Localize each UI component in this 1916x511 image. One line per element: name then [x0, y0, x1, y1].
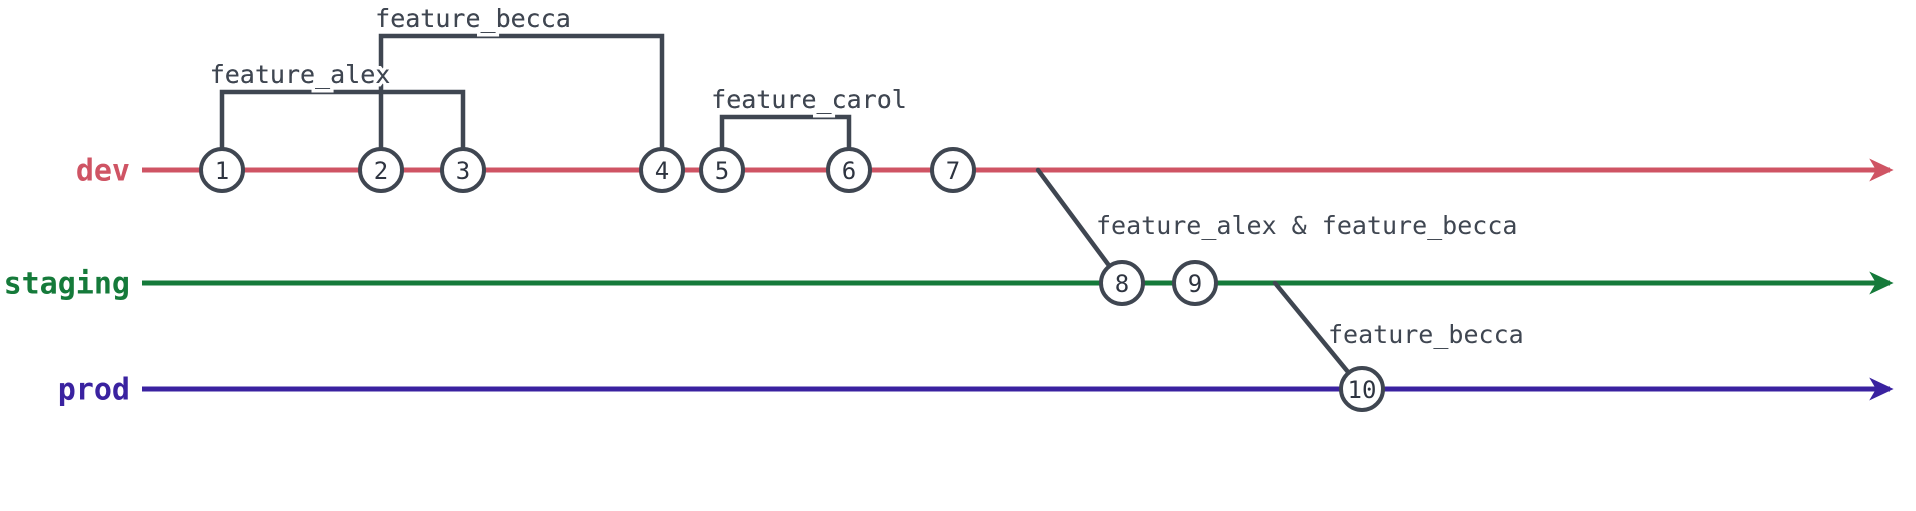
commit-circle-5[interactable] [699, 147, 745, 193]
commit-circle-4[interactable] [639, 147, 685, 193]
feature-label-feature-carol: feature_carol [711, 85, 907, 114]
commit-circle-6[interactable] [826, 147, 872, 193]
commit-circle-1[interactable] [199, 147, 245, 193]
commit-node-10[interactable]: 10 [1339, 366, 1385, 412]
commit-label-7: 7 [946, 157, 960, 185]
branch-label-dev: dev [76, 154, 130, 189]
feature-label-feature-carol-halo: feature_carol [711, 85, 907, 114]
commit-label-4: 4 [655, 157, 669, 185]
feature-bracket-feature-carol [719, 114, 852, 170]
commit-label-9: 9 [1188, 270, 1202, 298]
merge-label-dev-to-staging: feature_alex & feature_becca [1096, 211, 1517, 240]
commit-node-3[interactable]: 3 [440, 147, 486, 193]
commit-node-7[interactable]: 7 [930, 147, 976, 193]
commit-label-1: 1 [215, 157, 229, 185]
feature-bracket-labels: feature_becca feature_becca feature_alex… [206, 1, 910, 118]
feature-label-feature-alex-halo: feature_alex [210, 60, 391, 89]
merge-labels: feature_alex & feature_becca feature_bec… [1096, 211, 1524, 349]
commit-node-2[interactable]: 2 [358, 147, 404, 193]
commit-circle-10[interactable] [1339, 366, 1385, 412]
commit-node-9[interactable]: 9 [1172, 260, 1218, 306]
commit-node-5[interactable]: 5 [699, 147, 745, 193]
feature-label-feature-alex: feature_alex [210, 60, 391, 89]
branch-labels: dev staging prod [4, 154, 130, 408]
branch-lines [142, 158, 1894, 401]
branch-label-prod: prod [58, 373, 130, 408]
commit-nodes: 1 2 3 4 5 6 [199, 147, 1385, 412]
feature-bracket-feature-alex [219, 89, 466, 170]
feature-bracket-feature-becca [378, 33, 665, 170]
commit-node-1[interactable]: 1 [199, 147, 245, 193]
commit-label-8: 8 [1115, 270, 1129, 298]
feature-label-feature-becca: feature_becca [375, 4, 571, 33]
commit-label-2: 2 [374, 157, 388, 185]
feature-brackets [219, 33, 852, 170]
commit-circle-8[interactable] [1099, 260, 1145, 306]
commit-node-4[interactable]: 4 [639, 147, 685, 193]
merge-label-staging-to-prod: feature_becca [1328, 320, 1524, 349]
commit-label-10: 10 [1348, 376, 1377, 404]
feature-label-feature-becca-halo: feature_becca [375, 4, 571, 33]
commit-label-3: 3 [456, 157, 470, 185]
commit-label-6: 6 [842, 157, 856, 185]
merge-line-dev-to-staging [1035, 167, 1125, 286]
branch-label-staging: staging [4, 267, 130, 302]
commit-circle-9[interactable] [1172, 260, 1218, 306]
commit-label-5: 5 [715, 157, 729, 185]
commit-circle-3[interactable] [440, 147, 486, 193]
commit-circle-7[interactable] [930, 147, 976, 193]
commit-node-8[interactable]: 8 [1099, 260, 1145, 306]
commit-node-6[interactable]: 6 [826, 147, 872, 193]
commit-circle-2[interactable] [358, 147, 404, 193]
